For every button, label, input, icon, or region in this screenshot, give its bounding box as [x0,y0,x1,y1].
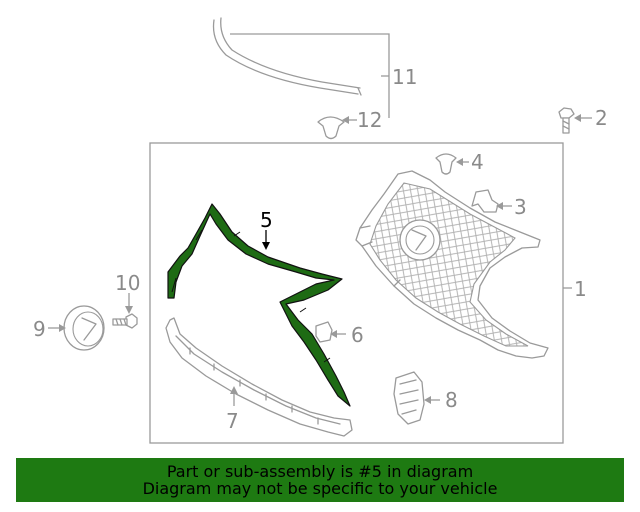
callout-8: 8 [445,388,458,412]
callout-3: 3 [514,195,527,219]
part-10-bolt [112,293,138,329]
callout-5-highlighted: 5 [260,208,273,232]
part-9-emblem [48,305,105,351]
banner-line-2: Diagram may not be specific to your vehi… [142,479,498,498]
callout-10: 10 [115,271,140,295]
banner-line-1: Part or sub-assembly is #5 in diagram [166,462,474,481]
info-banner: Part or sub-assembly is #5 in diagram Di… [16,458,624,502]
callout-4: 4 [471,150,484,174]
callout-12: 12 [357,108,382,132]
part-1-grille [355,170,549,359]
part-4-clip [435,153,469,175]
assembly-box [149,142,564,444]
part-3-bracket [471,189,512,213]
callout-9: 9 [33,317,46,341]
callout-6: 6 [351,323,364,347]
callout-7: 7 [226,409,239,433]
part-8-bracket [393,371,440,425]
part-5-molding-highlighted [167,203,351,407]
part-2-screw [558,107,592,134]
callout-11: 11 [392,65,417,89]
part-6-clip [315,321,346,343]
part-11-upper-molding [212,17,390,118]
part-7-lower-molding [165,317,353,437]
callout-1: 1 [574,277,587,301]
part-12-clip [317,116,357,140]
callout-2: 2 [595,106,608,130]
